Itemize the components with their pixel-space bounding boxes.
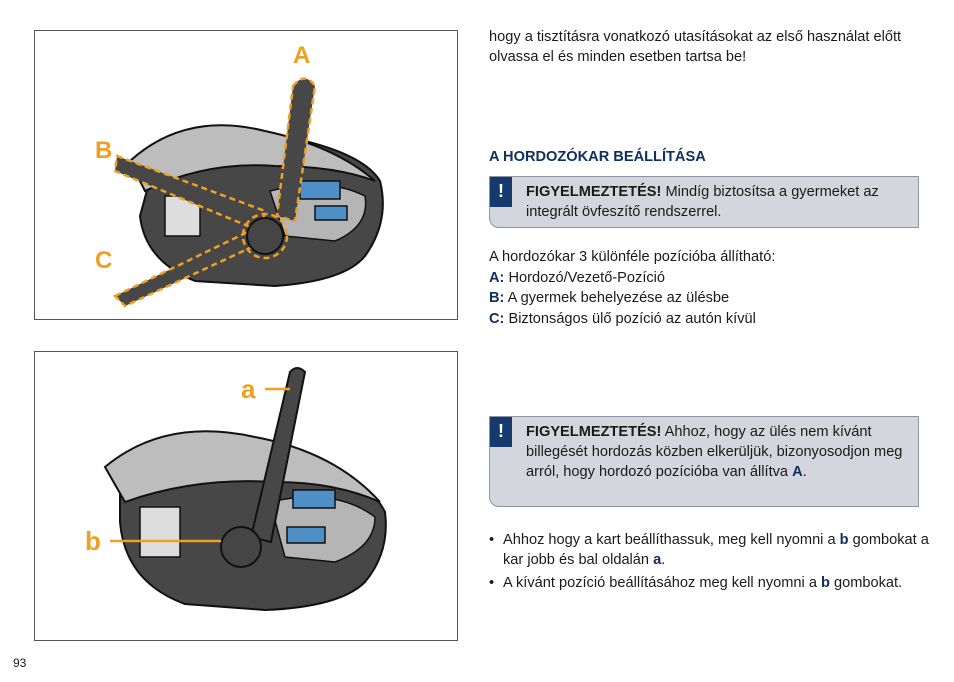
list-item: • A kívánt pozíció beállításához meg kel…	[489, 575, 903, 591]
list-item: • Ahhoz hogy a kart beállíthassuk, meg k…	[489, 532, 929, 568]
figure-handle-positions: A B C	[34, 30, 458, 320]
warning-box-2: ! FIGYELMEZTETÉS! Ahhoz, hogy az ülés ne…	[489, 416, 919, 507]
intro-paragraph: hogy a tisztításra vonatkozó utasításoka…	[489, 29, 902, 65]
label-position-b: B	[95, 137, 112, 164]
bullet-marker: •	[489, 575, 495, 591]
label-position-c: C	[95, 247, 112, 274]
position-item-a: A: Hordozó/Vezető-Pozíció	[489, 269, 666, 286]
instruction-bullets: • Ahhoz hogy a kart beállíthassuk, meg k…	[489, 530, 929, 596]
figure-handle-buttons: a b	[34, 351, 458, 641]
position-item-c: C: Biztonságos ülő pozíció az autón kívü…	[489, 310, 756, 327]
label-handle-a: a	[241, 374, 256, 404]
warning-text: Mindíg biztosítsa a gyermeket az integrá…	[526, 184, 879, 220]
warning-text: Ahhoz, hogy az ülés nem kívánt billegésé…	[526, 424, 903, 480]
warning-label: FIGYELMEZTETÉS!	[526, 184, 662, 200]
bullet-marker: •	[489, 532, 495, 548]
page-number: 93	[13, 656, 27, 670]
warning-exclamation-icon: !	[490, 417, 512, 447]
warning-exclamation-icon: !	[490, 177, 512, 207]
section-heading: A HORDOZÓKAR BEÁLLÍTÁSA	[489, 149, 706, 165]
warning-key: A	[792, 464, 803, 480]
label-button-b: b	[85, 526, 101, 556]
car-seat-illustration-2: a b	[85, 367, 387, 612]
warning-box-1: ! FIGYELMEZTETÉS! Mindíg biztosítsa a gy…	[489, 176, 919, 228]
car-seat-illustration-1: A B C	[95, 42, 384, 308]
position-item-b: B: A gyermek behelyezése az ülésbe	[489, 290, 730, 306]
positions-list: A hordozókar 3 különféle pozícióba állít…	[489, 247, 929, 329]
positions-intro: A hordozókar 3 különféle pozícióba állít…	[489, 249, 776, 265]
label-position-a: A	[293, 42, 310, 69]
warning-label: FIGYELMEZTETÉS!	[526, 424, 662, 440]
